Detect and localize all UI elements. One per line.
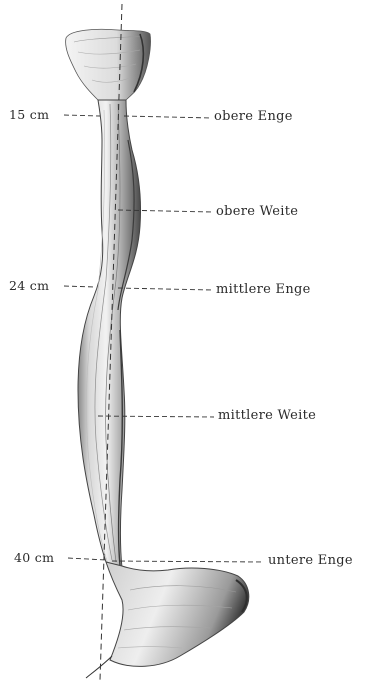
leader-untere-enge [112, 561, 264, 562]
leader-40cm [68, 558, 106, 560]
esophagus-tube [78, 100, 141, 568]
pharynx-opening [66, 29, 151, 100]
region-label-obere-enge: obere Enge [214, 109, 293, 125]
region-label-obere-weite: obere Weite [216, 204, 298, 220]
leader-15cm [64, 115, 100, 116]
leader-obere-enge [124, 116, 212, 118]
stomach-cardia [86, 562, 249, 678]
region-label-mittlere-weite: mittlere Weite [218, 408, 316, 424]
measurement-label-24cm: 24 cm [9, 278, 49, 294]
leader-24cm [64, 286, 96, 287]
measurement-label-15cm: 15 cm [9, 107, 49, 123]
measurement-label-40cm: 40 cm [14, 550, 54, 566]
leader-mittlere-enge [118, 288, 212, 290]
region-label-mittlere-enge: mittlere Enge [216, 282, 311, 298]
region-label-untere-enge: untere Enge [268, 553, 353, 569]
